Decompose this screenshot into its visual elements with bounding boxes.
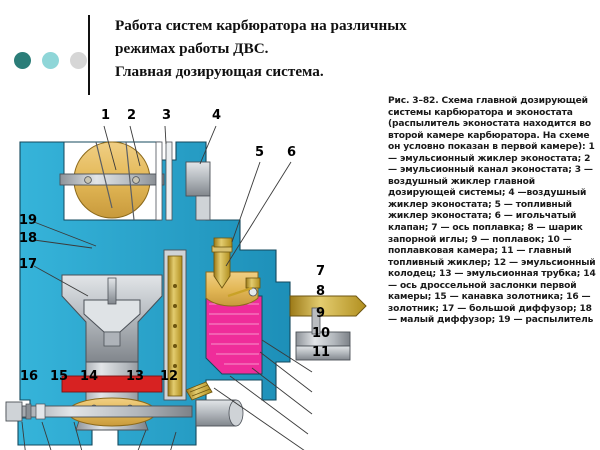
callout-15: 15	[50, 369, 69, 384]
small-diffuser-18	[83, 299, 141, 347]
leader-lines	[21, 125, 313, 450]
callout-6: 6	[287, 145, 297, 160]
callout-7: 7	[316, 264, 326, 279]
callout-4: 4	[212, 108, 222, 123]
econostat-emulsion-1-2	[95, 141, 135, 221]
callout-2: 2	[127, 108, 137, 123]
callout-19: 19	[19, 213, 38, 228]
callout-1: 1	[101, 108, 111, 123]
callout-17: 17	[19, 257, 38, 272]
callout-13: 13	[126, 369, 145, 384]
air-jet-3	[155, 141, 173, 221]
outlet-tube	[289, 295, 367, 317]
callout-5: 5	[255, 145, 265, 160]
callout-8: 8	[316, 284, 326, 299]
page-title: Работа систем карбюратора на различных р…	[115, 14, 415, 83]
dot-teal-icon	[14, 52, 31, 69]
emulsion-tube-13	[167, 255, 183, 397]
callout-10: 10	[312, 326, 331, 341]
carburetor-diagram: 1 2 3 4 5 6 7 8 9 10 11 12 13 14 15 16 1…	[0, 100, 385, 450]
float-chamber-10	[205, 295, 263, 375]
callout-9: 9	[316, 306, 326, 321]
lower-right-bore	[195, 399, 244, 427]
decorative-dots	[14, 52, 87, 69]
callout-14: 14	[80, 369, 99, 384]
plunger-assembly	[295, 307, 351, 361]
header-divider	[88, 15, 90, 95]
dot-gray-icon	[70, 52, 87, 69]
callout-3: 3	[162, 108, 172, 123]
title-line-1: Работа систем карбюратора на различных	[115, 17, 407, 34]
title-line-3: Главная дозирующая система.	[115, 63, 324, 80]
atomizer-19	[107, 277, 117, 305]
choke-plate	[59, 141, 165, 219]
slide-valve-16	[5, 401, 46, 422]
econostat-air-jet-4	[185, 161, 211, 221]
needle-valve-assembly	[227, 277, 261, 298]
figure-caption: Рис. 3–82. Схема главной дозирующей сист…	[388, 96, 596, 326]
title-line-2: режимах работы ДВС.	[115, 40, 269, 57]
callout-18: 18	[19, 231, 38, 246]
needle-valve-6	[211, 245, 233, 289]
throttle-shaft-14	[5, 405, 193, 418]
callout-11: 11	[312, 345, 331, 360]
dot-cyan-icon	[42, 52, 59, 69]
econostat-fuel-jet-5	[213, 237, 233, 248]
callout-16: 16	[20, 369, 39, 384]
callout-12: 12	[160, 369, 179, 384]
main-fuel-jet-11	[185, 381, 213, 401]
